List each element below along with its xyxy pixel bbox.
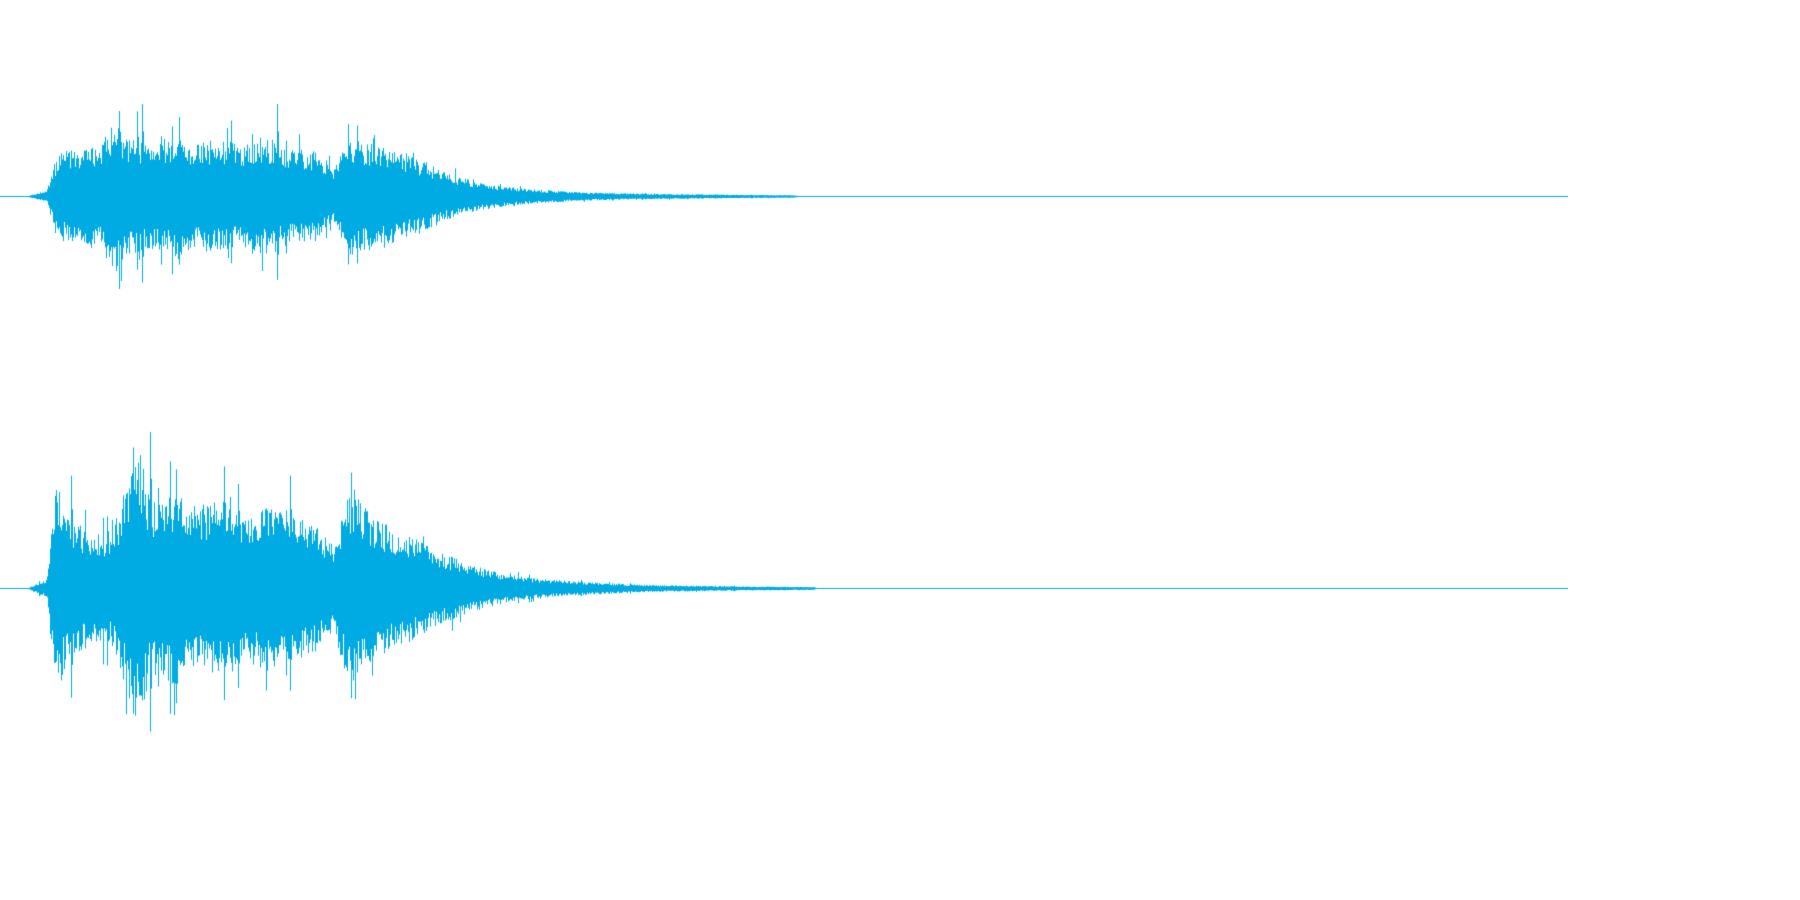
waveform-display	[0, 0, 1568, 784]
